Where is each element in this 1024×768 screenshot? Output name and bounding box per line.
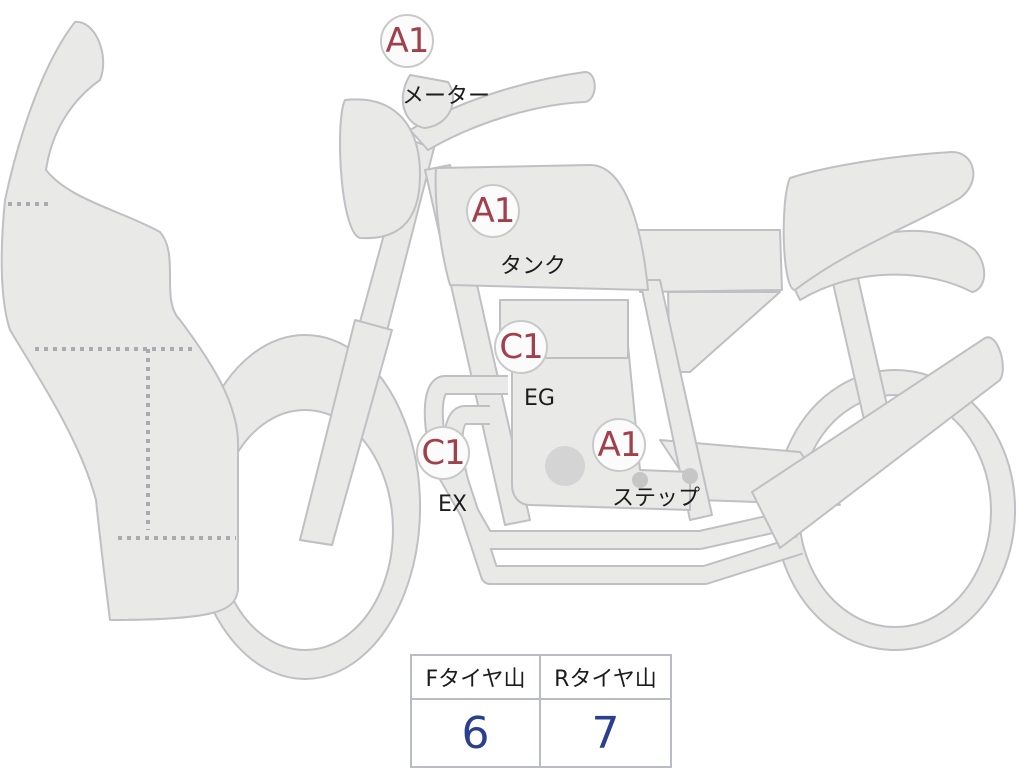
rear-tire-value: 7 bbox=[591, 707, 620, 759]
side-cover-lower bbox=[667, 291, 781, 373]
fork-cover bbox=[299, 319, 393, 546]
muffler bbox=[751, 336, 1004, 549]
foot-peg-1 bbox=[632, 472, 648, 488]
front-tire-header: Fタイヤ山 bbox=[412, 656, 541, 700]
tank-grade-badge: A1 bbox=[466, 184, 520, 238]
seat bbox=[782, 151, 975, 291]
exhaust-grade-badge: C1 bbox=[416, 426, 470, 480]
frame-rear-tube bbox=[639, 279, 713, 521]
rear-wheel bbox=[774, 369, 1016, 651]
front-tire-value: 6 bbox=[412, 700, 541, 766]
engine-grade-badge: C1 bbox=[494, 320, 548, 374]
exhaust-label: EX bbox=[438, 492, 467, 517]
meter-housing bbox=[401, 74, 454, 129]
rear-tire-header: Rタイヤ山 bbox=[541, 656, 670, 700]
headlight bbox=[339, 98, 421, 240]
foot-peg-2 bbox=[682, 468, 698, 484]
step-grade-badge: A1 bbox=[592, 418, 646, 472]
rider-figure bbox=[0, 20, 239, 621]
engine-label: EG bbox=[524, 386, 555, 411]
engine-cover bbox=[545, 446, 585, 486]
step-label: ステップ bbox=[612, 486, 701, 511]
handlebar bbox=[409, 71, 596, 151]
meter-label: メーター bbox=[402, 84, 491, 109]
meter-grade-badge: A1 bbox=[380, 14, 434, 68]
tire-tread-table: Fタイヤ山 Rタイヤ山 6 7 bbox=[410, 654, 672, 768]
tank-label: タンク bbox=[500, 254, 567, 279]
